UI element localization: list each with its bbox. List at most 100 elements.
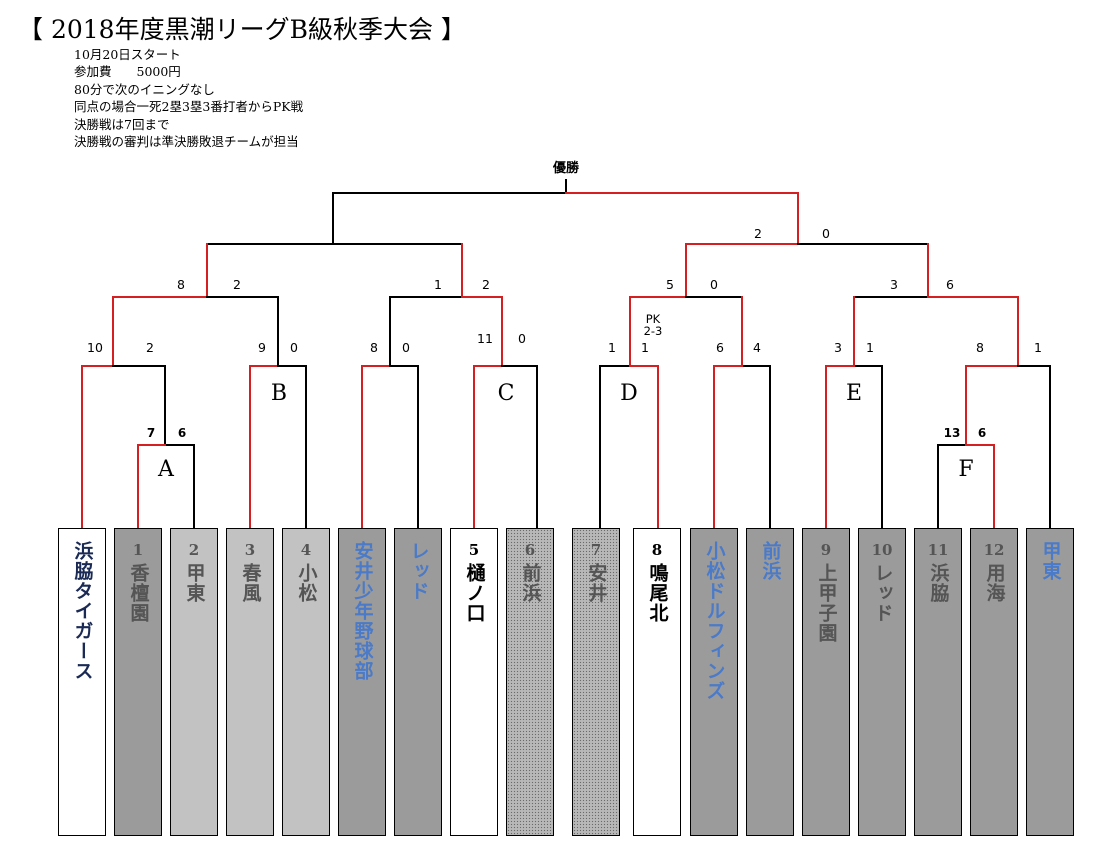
team-box: 1 香檀園 <box>114 528 162 836</box>
note-entry-fee: 参加費 5000円 <box>74 64 181 80</box>
score-quarter: 6 <box>716 340 724 355</box>
block-label-e: E <box>846 381 862 406</box>
score-semi: 8 <box>177 277 185 292</box>
team-box: 9 上甲子園 <box>802 528 850 836</box>
bracket-line <box>1017 365 1051 529</box>
team-name: レッド <box>871 563 894 623</box>
bracket-line <box>332 179 567 245</box>
team-seed-number: 1 <box>132 541 144 559</box>
bracket-line <box>685 296 743 367</box>
bracket-line <box>853 365 883 529</box>
team-name: 浜脇 <box>927 563 950 603</box>
score-semi: 6 <box>946 277 954 292</box>
score-quarter: 2 <box>146 340 154 355</box>
bracket-line-winner <box>965 444 995 529</box>
score-final-right: 0 <box>822 226 830 241</box>
note-start-date: 10月20日スタート <box>74 47 181 62</box>
note-final-umpire: 決勝戦の審判は準決勝敗退チームが担当 <box>74 134 299 150</box>
score-semi: 0 <box>710 277 718 292</box>
team-name: 上甲子園 <box>815 563 838 643</box>
score-quarter: 3 <box>834 340 842 355</box>
team-seed-number: 6 <box>524 541 536 559</box>
team-name: 甲東 <box>183 563 206 603</box>
bracket-line <box>112 365 166 446</box>
bracket-line <box>277 365 307 529</box>
score-quarter: 8 <box>370 340 378 355</box>
score-final-left: 2 <box>754 226 762 241</box>
team-box: 安井少年野球部 <box>338 528 386 836</box>
team-box: 小松ドルフィンズ <box>690 528 738 836</box>
score-quarter: 9 <box>258 340 266 355</box>
score-quarter: 1 <box>866 340 874 355</box>
team-name: 浜脇タイガース <box>71 541 94 681</box>
team-name: 鳴尾北 <box>646 563 669 623</box>
score-quarter: 11 <box>477 331 493 346</box>
bracket-line <box>206 296 279 367</box>
score-quarter: 8 <box>976 340 984 355</box>
team-seed-number: 11 <box>927 541 949 559</box>
team-box: レッド <box>394 528 442 836</box>
team-name: 香檀園 <box>127 563 150 623</box>
team-box: 3 春風 <box>226 528 274 836</box>
team-seed-number: 7 <box>590 541 602 559</box>
team-name: 甲東 <box>1039 541 1062 581</box>
team-seed-number: 5 <box>468 541 480 559</box>
bracket-line <box>741 365 771 529</box>
pk-score: 2-3 <box>644 324 663 338</box>
score-quarter: 10 <box>87 340 103 355</box>
score-semi: 3 <box>890 277 898 292</box>
score-semi: 2 <box>233 277 241 292</box>
team-seed-number: 8 <box>651 541 663 559</box>
team-name: 安井 <box>585 563 608 603</box>
tournament-notes: 10月20日スタート 参加費 5000円 80分で次のイニングなし 同点の場合一… <box>74 46 303 150</box>
score-first: 6 <box>978 426 986 440</box>
team-box: 8 鳴尾北 <box>633 528 681 836</box>
team-box: 2 甲東 <box>170 528 218 836</box>
team-name: レッド <box>407 541 430 601</box>
block-label-f: F <box>958 457 973 482</box>
score-quarter: 1 <box>608 340 616 355</box>
score-quarter: 4 <box>753 340 761 355</box>
score-semi: 5 <box>666 277 674 292</box>
score-quarter: 0 <box>290 340 298 355</box>
note-final-innings: 決勝戦は7回まで <box>74 116 170 132</box>
team-box: 11 浜脇 <box>914 528 962 836</box>
block-label-d: D <box>620 381 638 406</box>
score-first: 13 <box>944 426 961 440</box>
note-time-limit: 80分で次のイニングなし <box>74 81 215 97</box>
team-name: 樋ノ口 <box>463 563 486 623</box>
score-quarter: 0 <box>402 340 410 355</box>
champion-label: 優勝 <box>552 160 580 176</box>
team-seed-number: 10 <box>871 541 893 559</box>
page-title: 【 2018年度黒潮リーグB級秋季大会 】 <box>18 15 466 44</box>
note-tiebreak: 同点の場合一死2塁3塁3番打者からPK戦 <box>74 99 304 115</box>
team-box: 7 安井 <box>572 528 620 836</box>
score-first: 7 <box>147 426 155 440</box>
team-seed-number: 12 <box>983 541 1005 559</box>
block-label-a: A <box>157 457 175 482</box>
team-box: 10 レッド <box>858 528 906 836</box>
score-first: 6 <box>178 426 186 440</box>
team-seed-number: 3 <box>244 541 256 559</box>
block-label-b: B <box>271 381 287 406</box>
team-seed-number: 2 <box>188 541 200 559</box>
score-quarter: 1 <box>1034 340 1042 355</box>
score-semi: 2 <box>482 277 490 292</box>
team-name: 小松 <box>295 563 318 603</box>
team-name: 小松ドルフィンズ <box>703 541 726 701</box>
team-box: 4 小松 <box>282 528 330 836</box>
bracket-line-winner <box>565 192 799 245</box>
team-name: 春風 <box>239 563 262 603</box>
score-quarter: 0 <box>518 331 526 346</box>
team-box: 5 樋ノ口 <box>450 528 498 836</box>
score-semi: 1 <box>434 277 442 292</box>
team-seed-number: 4 <box>300 541 312 559</box>
team-seed-number: 9 <box>820 541 832 559</box>
bracket-line <box>389 365 419 529</box>
team-name: 前浜 <box>759 541 782 581</box>
block-label-c: C <box>498 381 515 406</box>
team-box: 前浜 <box>746 528 794 836</box>
